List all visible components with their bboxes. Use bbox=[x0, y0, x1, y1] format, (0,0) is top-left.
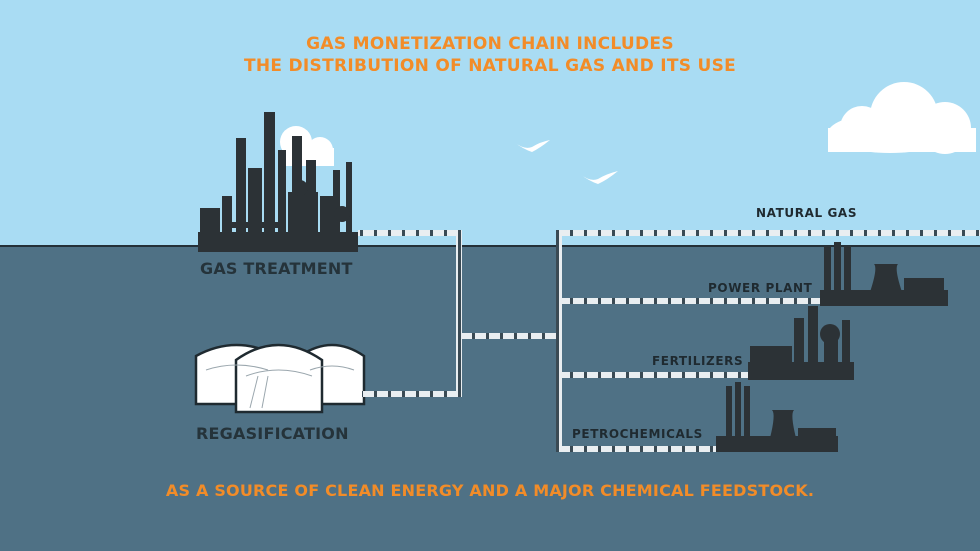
petrochemicals-label: PETROCHEMICALS bbox=[572, 427, 703, 441]
storage-tanks-icon bbox=[194, 343, 366, 414]
regasification-label: REGASIFICATION bbox=[196, 424, 349, 443]
headline-line-2: THE DISTRIBUTION OF NATURAL GAS AND ITS … bbox=[243, 56, 737, 76]
bird-icon bbox=[514, 140, 550, 152]
sky bbox=[0, 0, 980, 246]
fertilizer-plant-icon bbox=[748, 306, 854, 380]
pipeline-network bbox=[358, 230, 980, 452]
headline-line-1: GAS MONETIZATION CHAIN INCLUDES bbox=[306, 34, 674, 54]
cloud-icon bbox=[828, 82, 976, 154]
footer-caption: AS A SOURCE OF CLEAN ENERGY AND A MAJOR … bbox=[165, 481, 815, 500]
fertilizers-label: FERTILIZERS bbox=[652, 354, 744, 368]
refinery-icon bbox=[198, 112, 358, 252]
bird-icon bbox=[580, 171, 618, 184]
ground bbox=[0, 246, 980, 551]
natural-gas-label: NATURAL GAS bbox=[756, 206, 858, 220]
power-plant-icon bbox=[820, 242, 948, 306]
petrochemical-plant-icon bbox=[716, 382, 838, 452]
gas-treatment-label: GAS TREATMENT bbox=[200, 259, 353, 278]
power-plant-label: POWER PLANT bbox=[708, 281, 813, 295]
